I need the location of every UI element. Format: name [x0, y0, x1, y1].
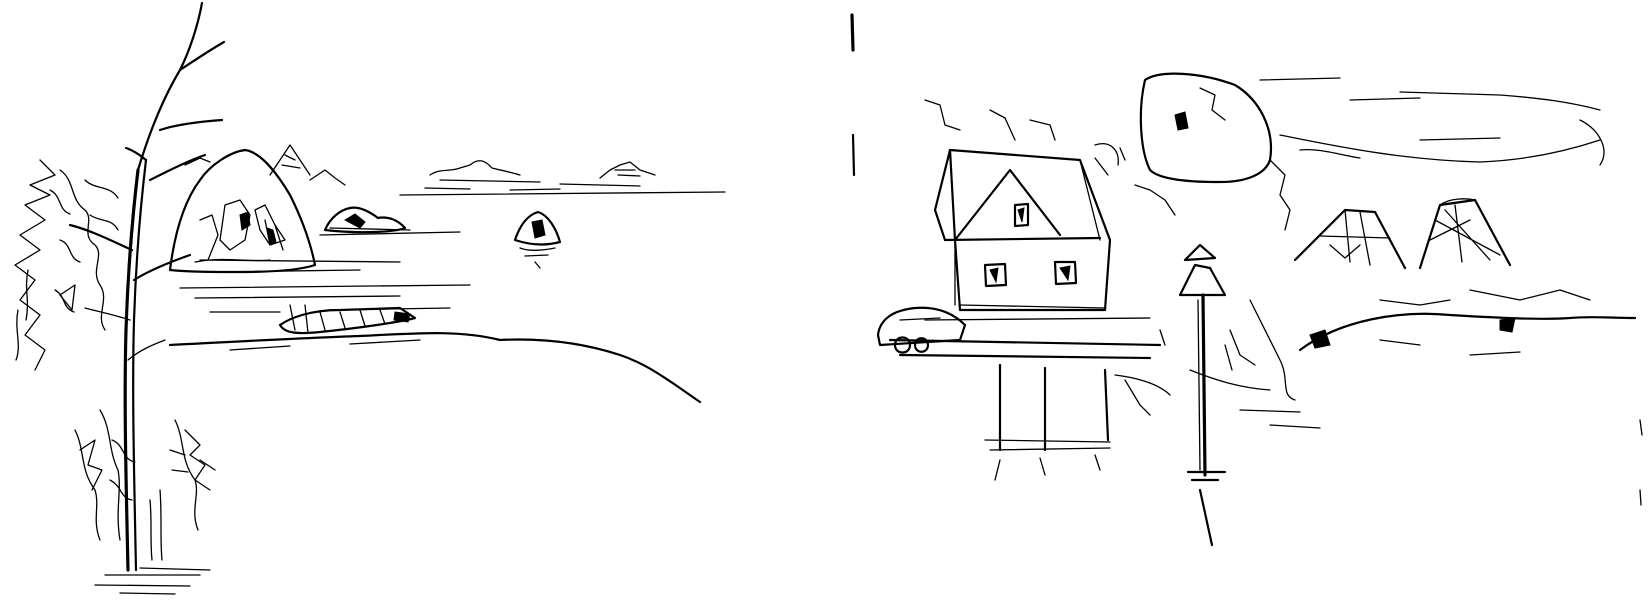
signpost [1178, 243, 1227, 547]
water-ripples [179, 259, 471, 313]
shoreline [168, 332, 702, 404]
tree [14, 1, 226, 572]
dock [278, 304, 417, 335]
village-sketch [850, 13, 1643, 547]
boulder [1134, 72, 1291, 231]
tents [1293, 198, 1512, 270]
rocky-island [168, 148, 317, 274]
porch [888, 317, 1171, 481]
house [924, 99, 1126, 312]
distant-mountains [269, 144, 726, 196]
clouds [1259, 77, 1605, 166]
small-islet [319, 206, 562, 269]
car [876, 306, 967, 354]
shrubs [74, 409, 216, 595]
lake-landscape-sketch [14, 1, 726, 595]
ground [1189, 289, 1643, 506]
